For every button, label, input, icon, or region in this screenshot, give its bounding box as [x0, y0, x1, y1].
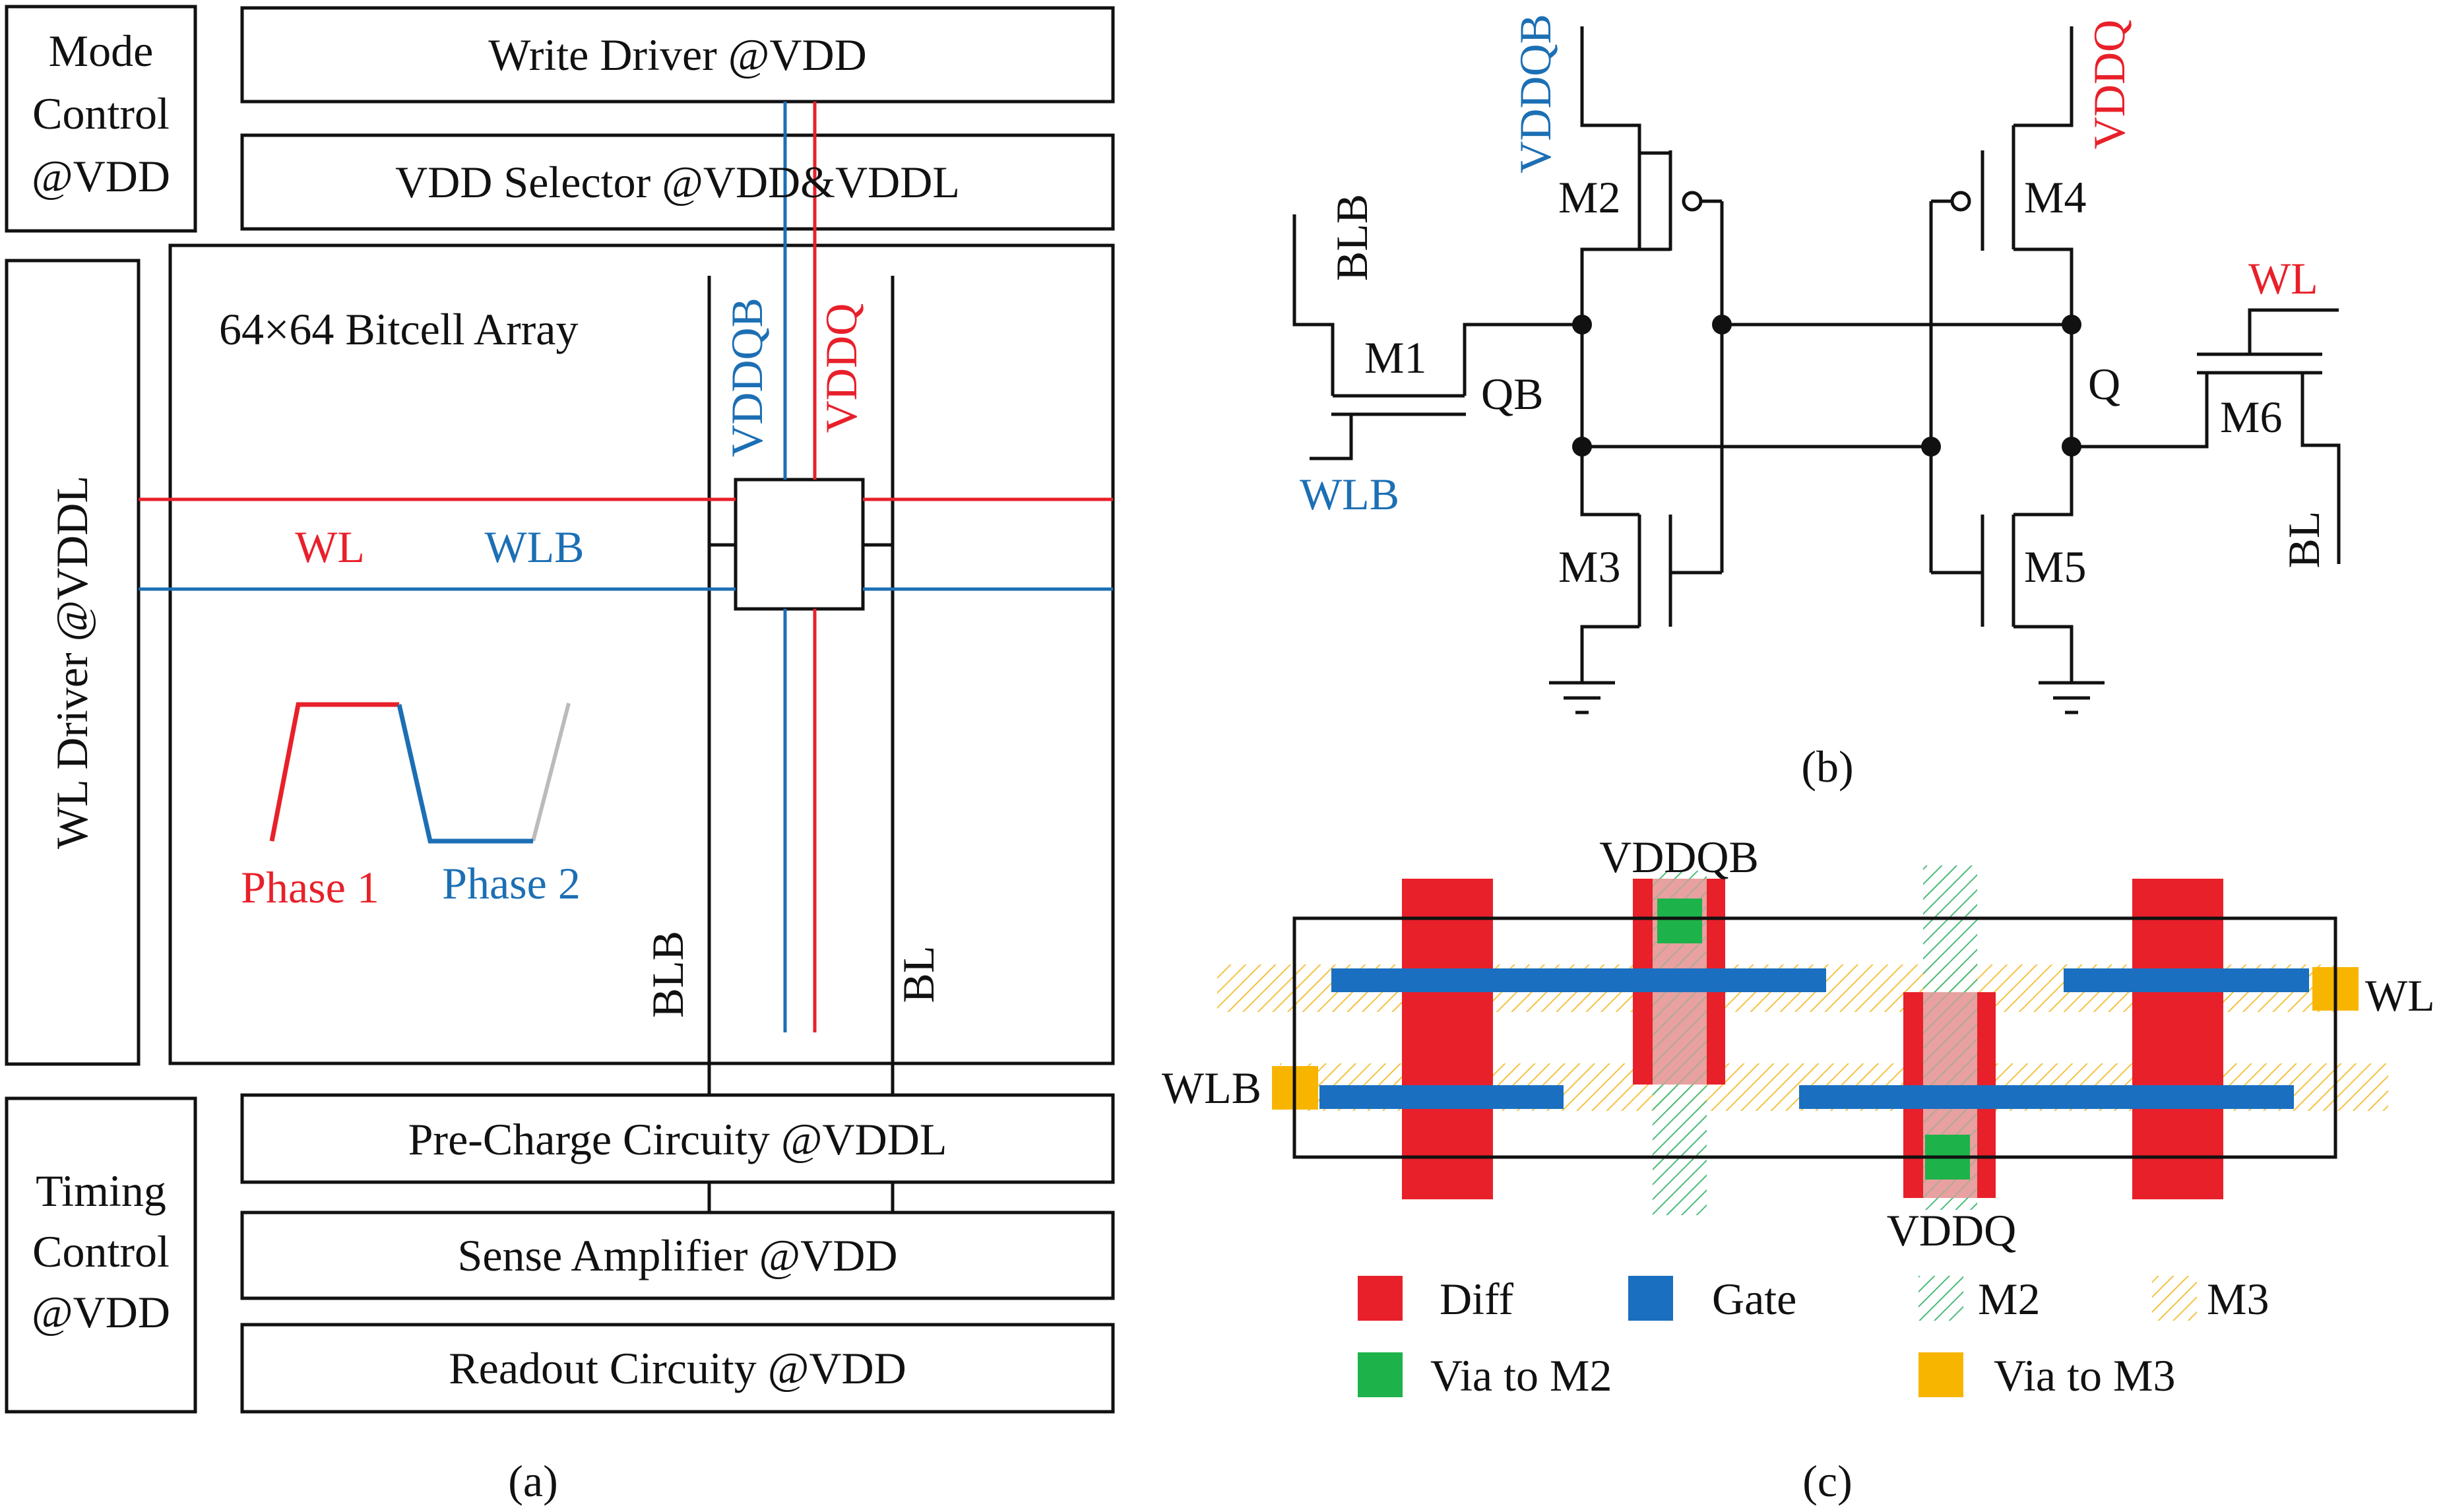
- bitcell-box: [734, 478, 865, 611]
- diff-left-outer: [1402, 879, 1493, 1199]
- bl-label-b: BL: [2279, 511, 2329, 569]
- legend-m2-label: M2: [1978, 1274, 2040, 1324]
- panel-a-text: Mode Control @VDD Write Driver @VDD VDD …: [32, 26, 960, 1506]
- vddqb-label-c: VDDQB: [1599, 832, 1759, 882]
- m5-label: M5: [2024, 542, 2086, 592]
- blb-label-a: BLB: [643, 931, 693, 1018]
- phase1-label: Phase 1: [241, 862, 379, 912]
- vddqb-label-a: VDDQB: [722, 298, 772, 457]
- wlb-label-b: WLB: [1300, 469, 1399, 519]
- wl-driver-label: WL Driver @VDDL: [47, 476, 97, 849]
- vddq-label-c: VDDQ: [1887, 1205, 2016, 1255]
- m2-label: M2: [1558, 172, 1620, 222]
- panel-c-text: VDDQB VDDQ WL WLB Diff Gate M2 M3 Via to…: [1162, 832, 2435, 1506]
- mode-control-label-2: Control: [32, 88, 170, 139]
- legend-diff-label: Diff: [1440, 1274, 1513, 1324]
- legend-via-m3-swatch: [1918, 1352, 1963, 1397]
- gate-top-left: [1331, 968, 1826, 992]
- panel-a: [5, 5, 1115, 1414]
- sense-amp-label: Sense Amplifier @VDD: [458, 1230, 898, 1280]
- array-title: 64×64 Bitcell Array: [219, 304, 578, 354]
- legend-via-m2-swatch: [1358, 1352, 1403, 1397]
- caption-a: (a): [508, 1456, 557, 1506]
- panel-b-schematic: [1292, 26, 2341, 714]
- vddq-label-b: VDDQ: [2084, 20, 2134, 149]
- legend-m3-label: M3: [2207, 1274, 2269, 1324]
- write-driver-label: Write Driver @VDD: [488, 30, 866, 80]
- legend-gate-label: Gate: [1712, 1274, 1796, 1324]
- vddq-label-a: VDDQ: [816, 303, 866, 433]
- panel-b-nodes: [1572, 315, 2081, 457]
- pre-charge-label: Pre-Charge Circuity @VDDL: [408, 1114, 947, 1164]
- legend-m3-swatch: [2152, 1276, 2197, 1321]
- bitcell-array-box: [168, 243, 1115, 1065]
- timing-control-label-1: Timing: [36, 1166, 166, 1216]
- panel-c-layout: [1217, 866, 2388, 1215]
- qb-label: QB: [1481, 369, 1543, 419]
- bl-label-a: BL: [893, 946, 943, 1003]
- vdd-selector-label: VDD Selector @VDD&VDDL: [395, 157, 960, 207]
- wl-label-b: WL: [2248, 253, 2318, 303]
- node-q-bottom: [2062, 437, 2081, 457]
- panel-a-signals: [139, 102, 1113, 1032]
- via-m2-vddqb: [1657, 898, 1702, 943]
- vdd-selector-box: [240, 133, 1115, 231]
- readout-label: Readout Circuity @VDD: [449, 1343, 906, 1393]
- vddqb-label-b: VDDQB: [1510, 14, 1560, 173]
- node-m4-gate: [1921, 437, 1941, 457]
- phase2-label: Phase 2: [442, 858, 581, 908]
- wlb-label-c: WLB: [1162, 1063, 1261, 1113]
- m1-label: M1: [1364, 332, 1426, 383]
- wl-driver-box: [5, 259, 141, 1066]
- caption-b: (b): [1801, 741, 1853, 792]
- panel-b-text: VDDQB VDDQ M2 M4 M1 M3 M5 M6 BLB BL WLB …: [1300, 14, 2329, 792]
- blb-label-b: BLB: [1327, 194, 1377, 281]
- waveform-tail: [531, 703, 571, 842]
- timing-control-label-2: Control: [32, 1226, 170, 1276]
- m4-gate-bubble: [1950, 191, 1971, 212]
- node-qb-top: [1572, 315, 1592, 334]
- diff-right-outer: [2132, 879, 2223, 1199]
- gate-bottom-left: [1319, 1085, 1564, 1109]
- legend-m2-swatch: [1918, 1276, 1963, 1321]
- caption-c: (c): [1802, 1456, 1852, 1506]
- node-qb-bottom: [1572, 437, 1592, 457]
- panel-c-legend: [1358, 1276, 2197, 1397]
- waveform-phase2: [396, 704, 521, 844]
- timing-control-label-3: @VDD: [32, 1287, 170, 1337]
- mode-control-label-1: Mode: [49, 26, 154, 76]
- m2-gate-bubble: [1682, 191, 1703, 212]
- readout-box: [240, 1323, 1115, 1414]
- gate-top-right: [2064, 968, 2309, 992]
- node-q-top: [2062, 315, 2081, 334]
- m6-label: M6: [2220, 392, 2282, 442]
- pre-charge-box: [240, 1093, 1115, 1184]
- wl-label-c: WL: [2365, 970, 2435, 1021]
- waveform-phase1: [269, 702, 399, 842]
- mode-control-label-3: @VDD: [32, 151, 170, 201]
- layout-cell-outline: [1292, 916, 2337, 1159]
- legend-gate-swatch: [1628, 1276, 1673, 1321]
- legend-diff-swatch: [1358, 1276, 1403, 1321]
- node-m2-gate: [1712, 315, 1732, 334]
- mode-control-box: [5, 5, 197, 233]
- sense-amp-box: [240, 1211, 1115, 1300]
- wl-label-a: WL: [295, 522, 365, 572]
- legend-via-m2-label: Via to M2: [1430, 1350, 1612, 1401]
- m3-label: M3: [1558, 542, 1620, 592]
- wlb-label-a: WLB: [484, 522, 584, 572]
- timing-control-box: [5, 1096, 197, 1414]
- m4-label: M4: [2024, 172, 2086, 222]
- write-driver-box: [240, 6, 1115, 104]
- legend-via-m3-label: Via to M3: [1994, 1350, 2175, 1401]
- gate-bottom-right: [1799, 1085, 2294, 1109]
- q-label: Q: [2088, 359, 2120, 409]
